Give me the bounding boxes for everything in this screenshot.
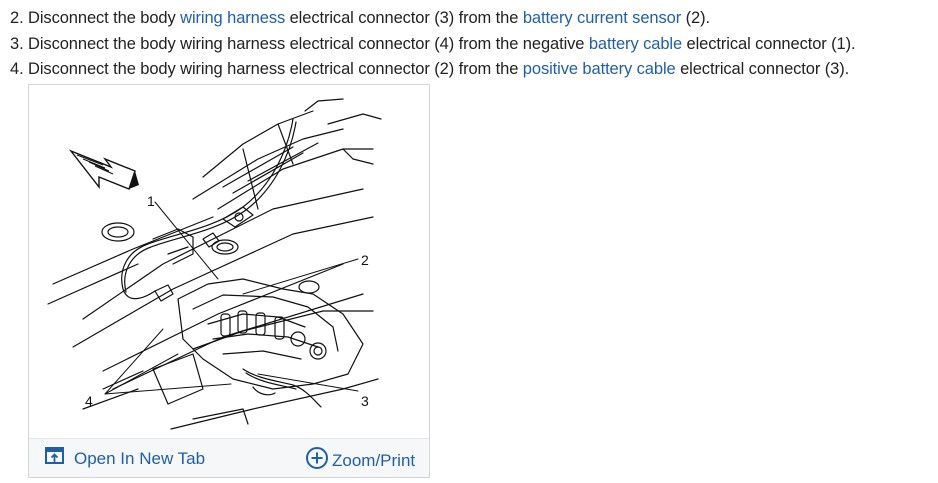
step-4: 4. Disconnect the body wiring harness el…	[10, 57, 935, 83]
battery-cable-link[interactable]: battery cable	[588, 34, 683, 53]
zoom-print-label: Zoom/Print	[332, 450, 416, 470]
callout-1: 1	[147, 193, 155, 209]
step-3: 3. Disconnect the body wiring harness el…	[10, 32, 935, 58]
step-3-text-a: 3. Disconnect the body wiring harness el…	[10, 34, 589, 53]
step-2-text-b: electrical connector (3) from the	[285, 9, 523, 27]
open-in-new-tab-label: Open In New Tab	[74, 448, 206, 468]
step-3-text-b: electrical connector (1).	[682, 34, 856, 53]
step-2-text-c: (2).	[681, 9, 710, 27]
step-2: 2. Disconnect the body wiring harness el…	[10, 6, 935, 32]
figure-footer: Open In New Tab Zoom/Print	[29, 438, 429, 477]
callout-2: 2	[361, 252, 369, 268]
battery-current-sensor-link[interactable]: battery current sensor	[522, 9, 682, 27]
open-in-new-tab-button[interactable]: Open In New Tab	[44, 446, 205, 471]
callout-4: 4	[85, 393, 93, 409]
step-2-text-a: 2. Disconnect the body	[10, 9, 181, 27]
step-4-text-b: electrical connector (3).	[675, 60, 850, 78]
open-new-tab-icon	[44, 446, 66, 471]
wiring-harness-link[interactable]: wiring harness	[180, 9, 286, 27]
step-4-text-a: 4. Disconnect the body wiring harness el…	[10, 60, 523, 78]
instruction-steps: 2. Disconnect the body wiring harness el…	[10, 6, 935, 83]
zoom-plus-icon	[305, 446, 329, 475]
callout-3: 3	[361, 393, 369, 409]
zoom-print-button[interactable]: Zoom/Print	[305, 446, 415, 475]
positive-battery-cable-link[interactable]: positive battery cable	[522, 60, 676, 78]
diagram-figure: 1 2 3 4 Open In New Tab Zoom/Print	[28, 84, 430, 478]
battery-wiring-diagram[interactable]: 1 2 3 4	[43, 89, 383, 434]
front-direction-arrow	[68, 149, 139, 190]
